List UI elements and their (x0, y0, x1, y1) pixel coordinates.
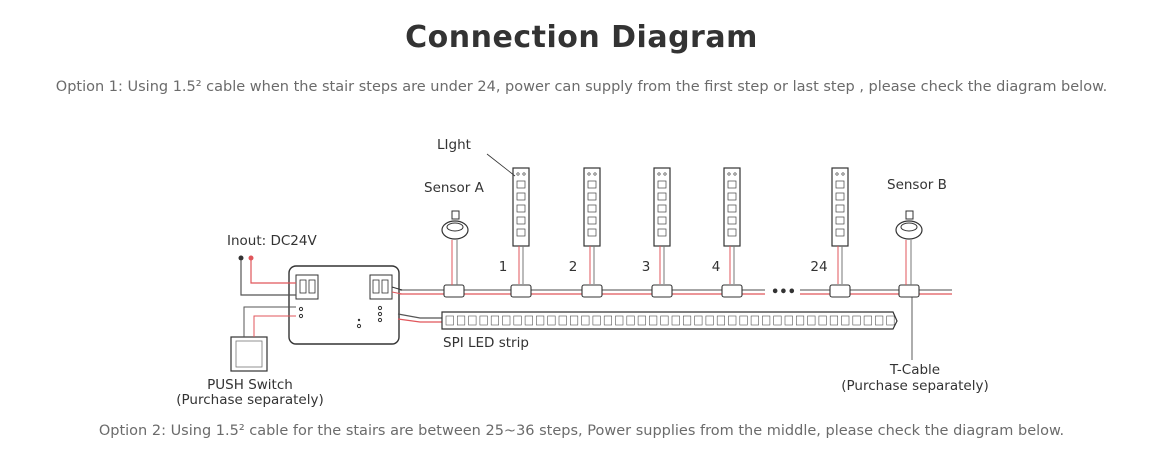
step-label-4: 4 (712, 259, 721, 275)
strip-label: SPI LED strip (443, 335, 529, 351)
ellipsis: ••• (771, 285, 796, 300)
option-2-text: Option 2: Using 1.5² cable for the stair… (98, 423, 1065, 439)
light-bar-1 (512, 167, 530, 284)
t-connector-7 (898, 284, 920, 298)
sensor-a-label: Sensor A (424, 180, 485, 196)
t-connector-3 (581, 284, 603, 298)
push-switch (230, 306, 296, 372)
t-connector-4 (651, 284, 673, 298)
t-cables (443, 284, 920, 298)
input-label: Inout: DC24V (227, 233, 317, 249)
tcable-note: (Purchase separately) (841, 378, 988, 394)
t-connector-6 (829, 284, 851, 298)
main-cable (400, 289, 952, 295)
switch-note: (Purchase separately) (176, 392, 323, 408)
sensor-b-label: Sensor B (887, 177, 947, 193)
light-bar-5 (831, 167, 849, 284)
step-label-24: 24 (810, 259, 827, 275)
light-bar-3 (653, 167, 671, 284)
light-label: LIght (437, 137, 471, 153)
step-label-1: 1 (499, 259, 508, 275)
tcable-label: T-Cable (889, 362, 940, 378)
light-leader-line (486, 153, 516, 177)
sensor-b (895, 210, 923, 285)
controller-output-wires (391, 286, 442, 323)
page-title: Connection Diagram (405, 20, 758, 55)
t-connector-5 (721, 284, 743, 298)
power-input-wires (238, 255, 296, 296)
spi-led-strip (441, 311, 898, 330)
t-connector-2 (510, 284, 532, 298)
step-label-3: 3 (642, 259, 651, 275)
switch-label: PUSH Switch (207, 377, 293, 393)
light-bar-2 (583, 167, 601, 284)
option-1-text: Option 1: Using 1.5² cable when the stai… (55, 79, 1108, 95)
step-label-2: 2 (569, 259, 578, 275)
controller-box (288, 265, 400, 345)
t-connector-1 (443, 284, 465, 298)
step-lights (512, 167, 849, 284)
sensor-a (441, 210, 469, 285)
light-bar-4 (723, 167, 741, 284)
